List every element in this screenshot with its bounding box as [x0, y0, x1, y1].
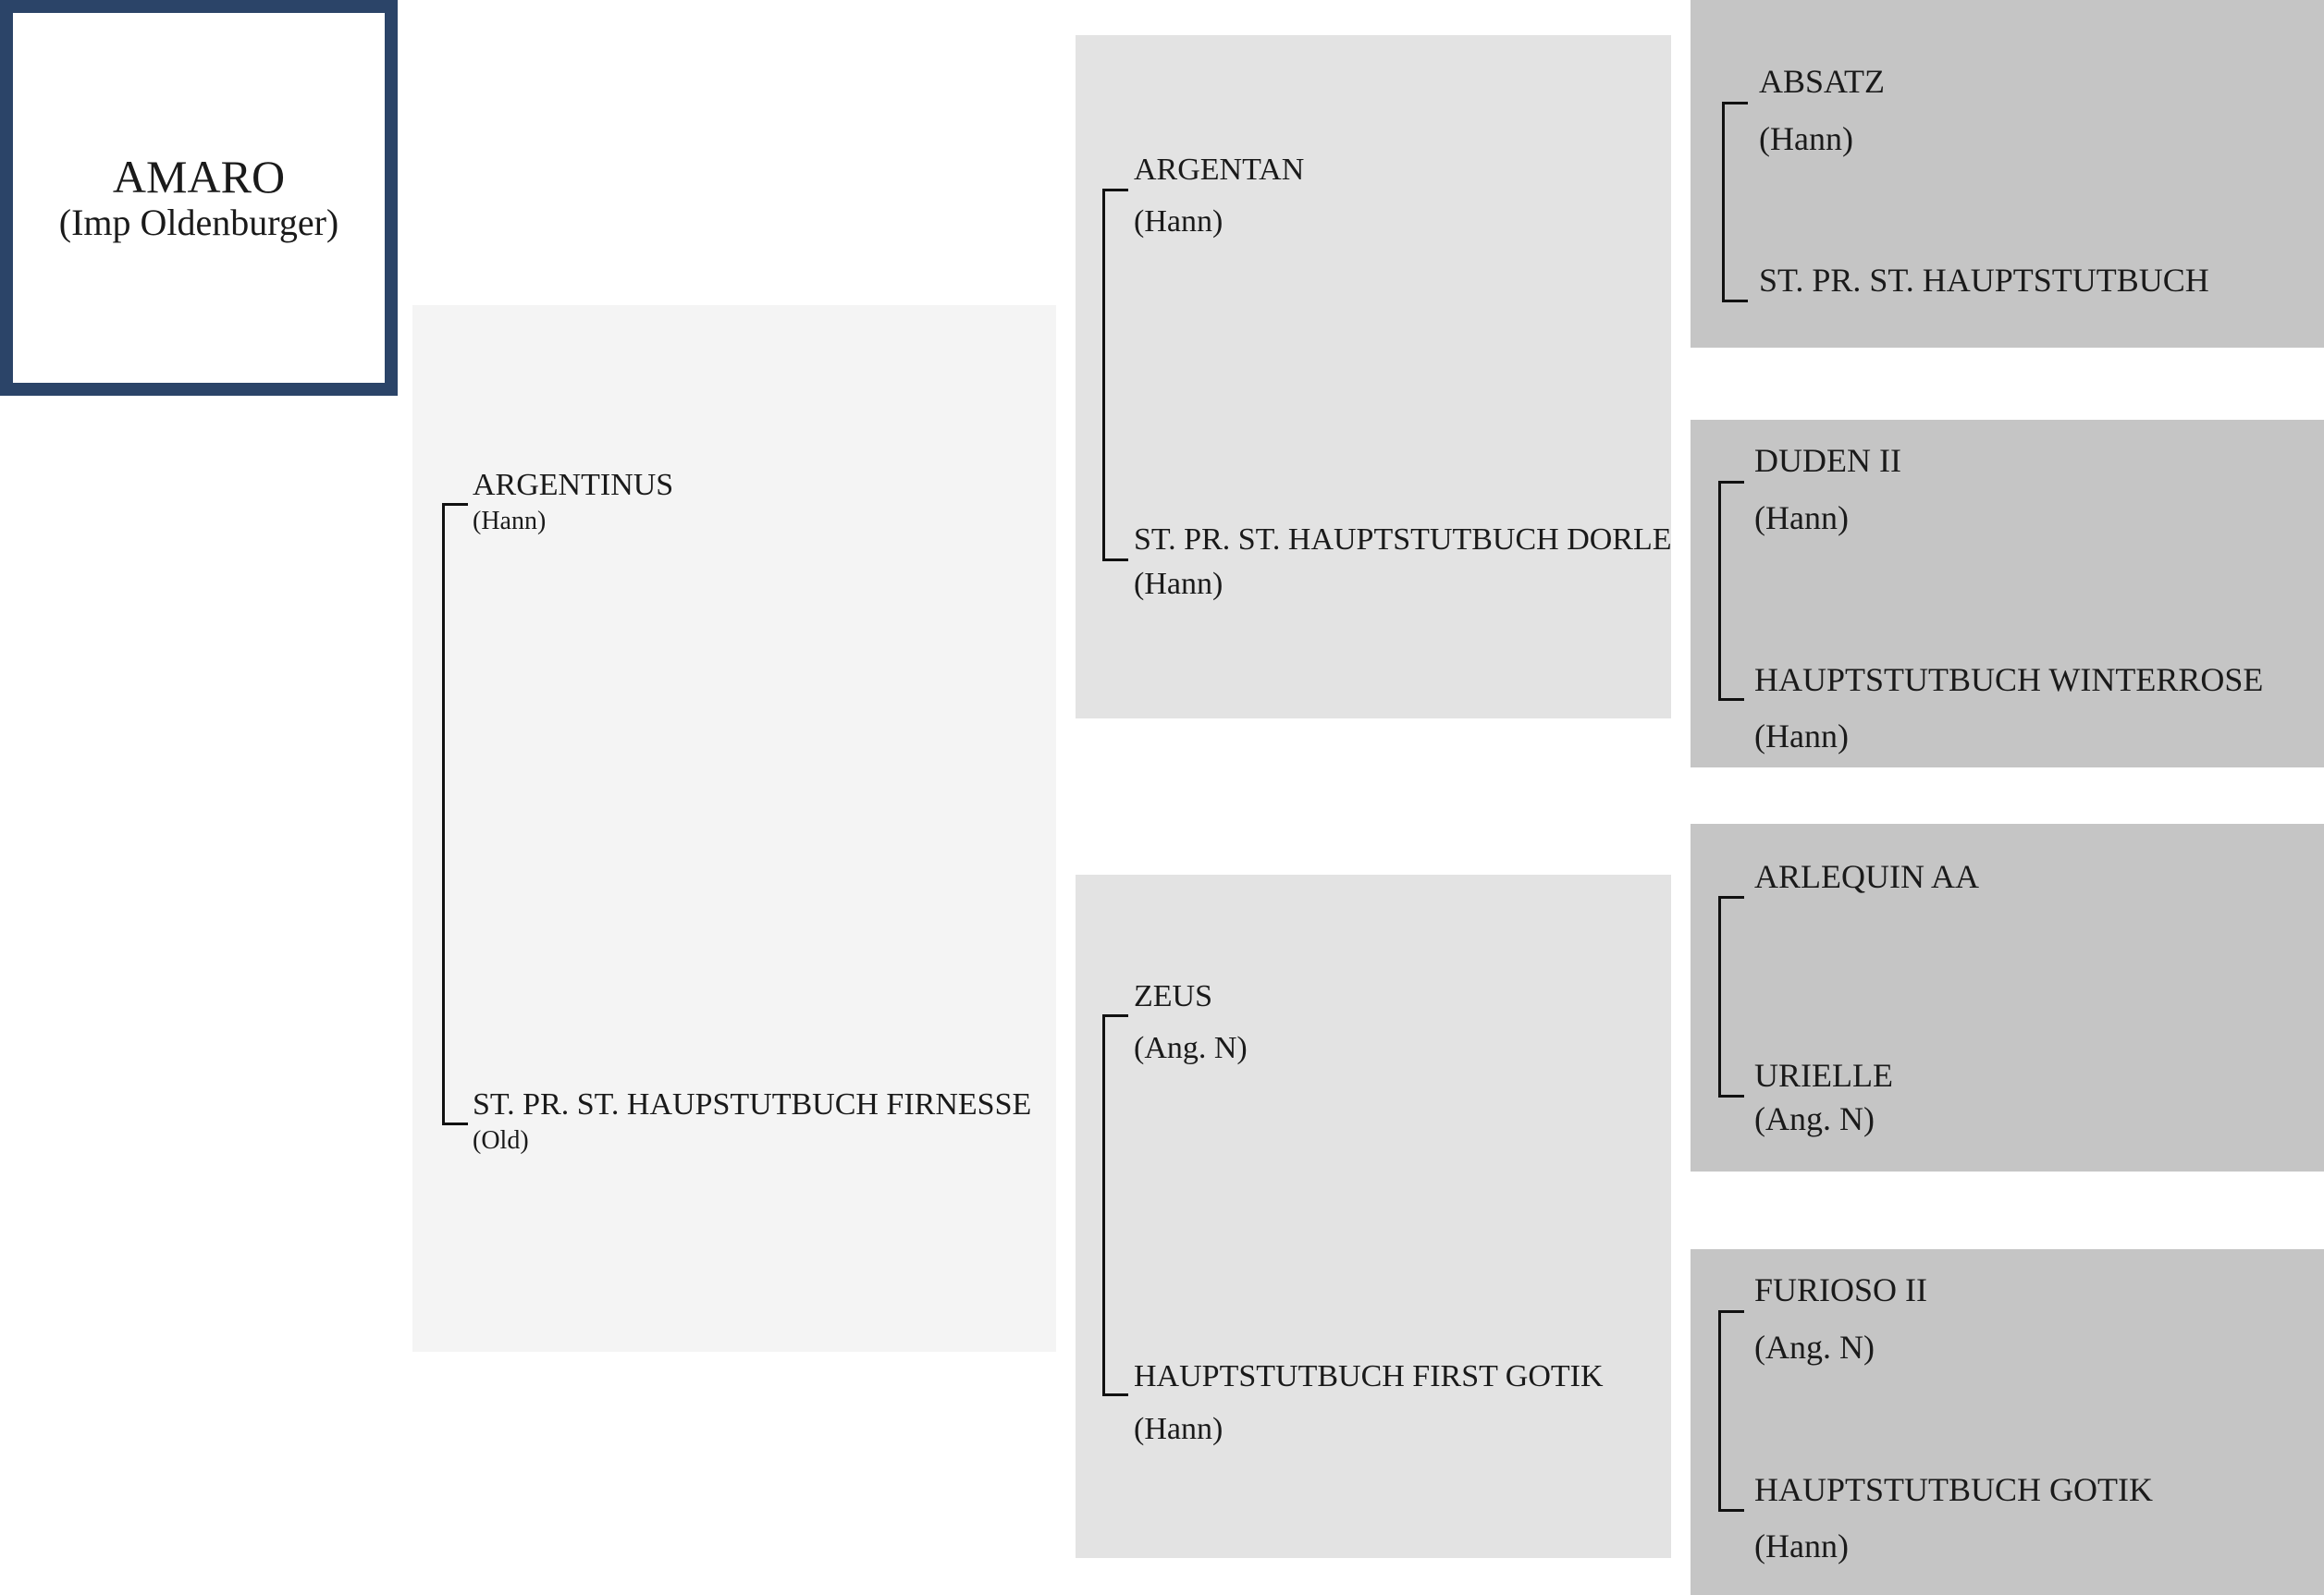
dam-dam-parents-panel	[1691, 1249, 2324, 1595]
sdd-breed: (Hann)	[1754, 718, 1849, 755]
sire-name: ARGENTINUS	[473, 468, 674, 502]
dam-sire-breed: (Ang. N)	[1134, 1031, 1248, 1065]
ddd-breed: (Hann)	[1754, 1528, 1849, 1564]
dam-parents-panel	[1076, 875, 1671, 1558]
sire-dam-name: ST. PR. ST. HAUPTSTUTBUCH DORLE	[1134, 522, 1672, 557]
dam-breed: (Old)	[473, 1126, 529, 1155]
sire-dam-parents-connector	[1718, 481, 1744, 701]
sire-sire-parents-panel	[1691, 0, 2324, 348]
sire-sire-parents-connector	[1722, 102, 1748, 302]
dss-name: ARLEQUIN AA	[1754, 858, 1979, 895]
sdd-name: HAUPTSTUTBUCH WINTERROSE	[1754, 661, 2264, 698]
sire-parents-panel	[1076, 35, 1671, 718]
sire-breed: (Hann)	[473, 507, 547, 535]
sire-dam-breed: (Hann)	[1134, 567, 1223, 601]
generation-1-panel	[412, 305, 1056, 1352]
ddd-name: HAUPTSTUTBUCH GOTIK	[1754, 1471, 2153, 1508]
subject-breed: (Imp Oldenburger)	[58, 202, 339, 243]
sire-sire-breed: (Hann)	[1134, 204, 1223, 239]
dam-sire-parents-panel	[1691, 824, 2324, 1172]
dam-dam-parents-connector	[1718, 1310, 1744, 1512]
sss-name: ABSATZ	[1759, 63, 1886, 100]
sire-dam-connector	[442, 503, 468, 1125]
sire-sire-name: ARGENTAN	[1134, 153, 1305, 187]
subject-box: AMARO (Imp Oldenburger)	[0, 0, 398, 396]
dds-breed: (Ang. N)	[1754, 1329, 1875, 1366]
dam-name: ST. PR. ST. HAUPSTUTBUCH FIRNESSE	[473, 1087, 1032, 1122]
subject-name: AMARO	[112, 151, 286, 202]
dds-name: FURIOSO II	[1754, 1271, 1928, 1308]
sds-breed: (Hann)	[1754, 499, 1849, 536]
dam-parents-connector	[1102, 1014, 1128, 1396]
sire-dam-parents-panel	[1691, 420, 2324, 767]
sire-parents-connector	[1102, 189, 1128, 561]
sss-breed: (Hann)	[1759, 120, 1853, 157]
dam-sire-parents-connector	[1718, 896, 1744, 1098]
ssd-name: ST. PR. ST. HAUPTSTUTBUCH	[1759, 262, 2209, 299]
dam-dam-breed: (Hann)	[1134, 1412, 1223, 1446]
dsd-name: URIELLE	[1754, 1057, 1893, 1094]
dsd-breed: (Ang. N)	[1754, 1100, 1875, 1137]
dam-sire-name: ZEUS	[1134, 979, 1212, 1013]
dam-dam-name: HAUPTSTUTBUCH FIRST GOTIK	[1134, 1359, 1604, 1393]
sds-name: DUDEN II	[1754, 442, 1901, 479]
